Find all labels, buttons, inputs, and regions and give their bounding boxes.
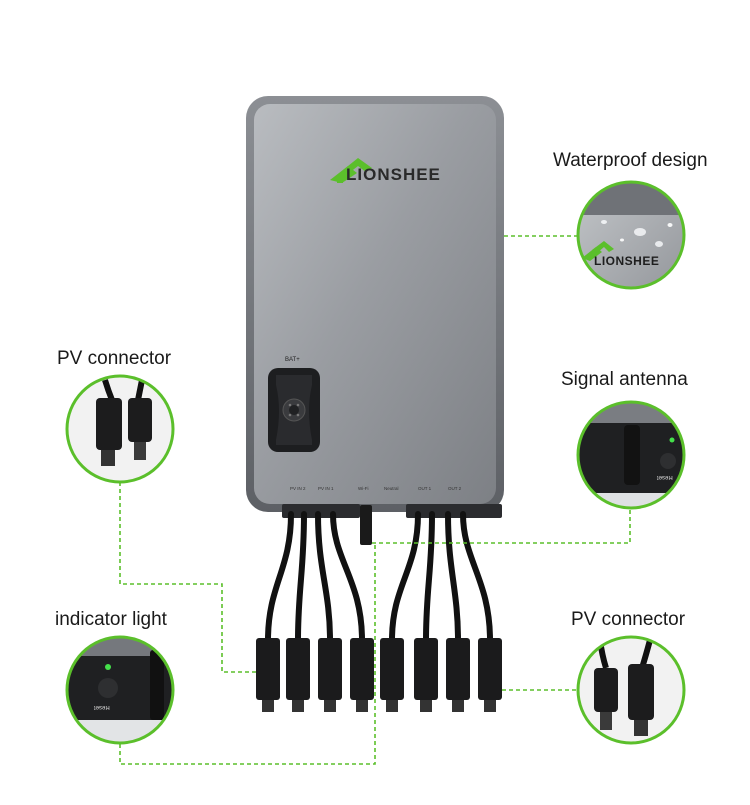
zoom-antenna [576, 400, 686, 510]
antenna-stub [360, 505, 372, 545]
port-label-pv-in-1: PV IN 1 [318, 486, 334, 491]
port-label-out-1: OUT 1 [418, 486, 432, 491]
reset-label: Reset [94, 704, 110, 710]
cables-right [389, 511, 493, 643]
port-label-out-2: OUT 2 [448, 486, 462, 491]
port-label-pv-in-2: PV IN 2 [290, 486, 306, 491]
indicator-led-icon [105, 664, 111, 670]
connector-8 [478, 638, 502, 712]
callout-indicator-light: indicator light [55, 609, 167, 630]
zoom-waterproof [576, 180, 686, 290]
port-label-wifi: Wi-Fi [358, 486, 369, 491]
connector-6 [414, 638, 438, 712]
callout-pv-connector-left: PV connector [57, 348, 172, 369]
brand-logo-icon [330, 158, 372, 183]
connector-2 [286, 638, 310, 712]
zoom-brand-text: LIONSHEE [594, 254, 660, 268]
antenna-reset-label: Reset [657, 474, 673, 480]
callout-lines [119, 235, 631, 765]
connector-4 [350, 638, 374, 712]
zoom-indicator-light [65, 635, 175, 745]
connector-5 [380, 638, 404, 712]
mc4-connectors [256, 638, 502, 712]
callout-pv-connector-right: PV connector [571, 609, 686, 630]
connector-7 [446, 638, 470, 712]
inverter-device [246, 96, 504, 545]
connector-1 [256, 638, 280, 712]
device-brand-text: LIONSHEE [346, 165, 441, 184]
battery-port-label: BAT+ [285, 357, 300, 363]
callout-signal-antenna: Signal antenna [561, 369, 688, 390]
cables-left [265, 511, 365, 643]
zoom-pv-connector-left [65, 374, 175, 484]
status-led-icon [669, 437, 675, 443]
connector-3 [318, 638, 342, 712]
callout-waterproof: Waterproof design [553, 150, 708, 171]
battery-port-icon [268, 368, 320, 452]
zoom-pv-connector-right [576, 635, 686, 745]
port-label-neutral: Neutral [384, 486, 399, 491]
